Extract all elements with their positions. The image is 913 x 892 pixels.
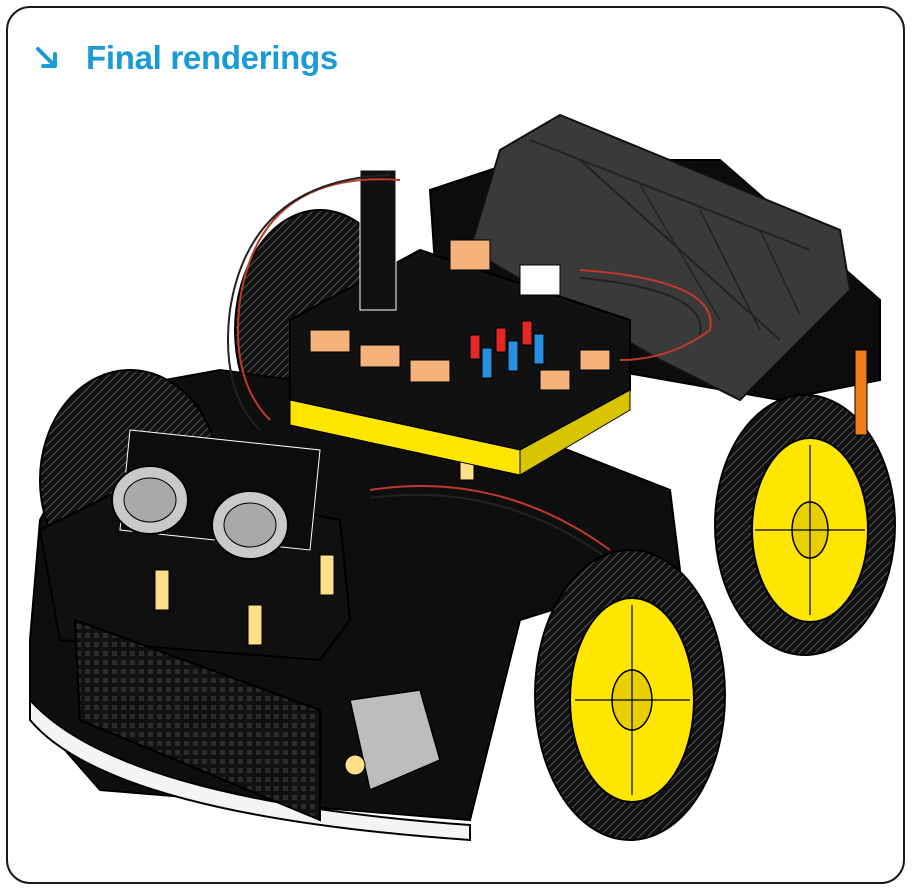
wires [227,174,712,561]
robot-car-illustration [29,113,896,842]
rear-right-wheel [714,394,896,656]
led-matrix [73,618,321,822]
arrow-down-right-icon [34,45,60,71]
section-header: Final renderings [34,34,338,82]
motor [344,689,441,792]
ultrasonic-sensor [111,429,321,560]
front-right-wheel [534,549,726,841]
control-board [289,169,631,476]
page-title: Final renderings [86,39,338,76]
battery-box [468,113,852,402]
